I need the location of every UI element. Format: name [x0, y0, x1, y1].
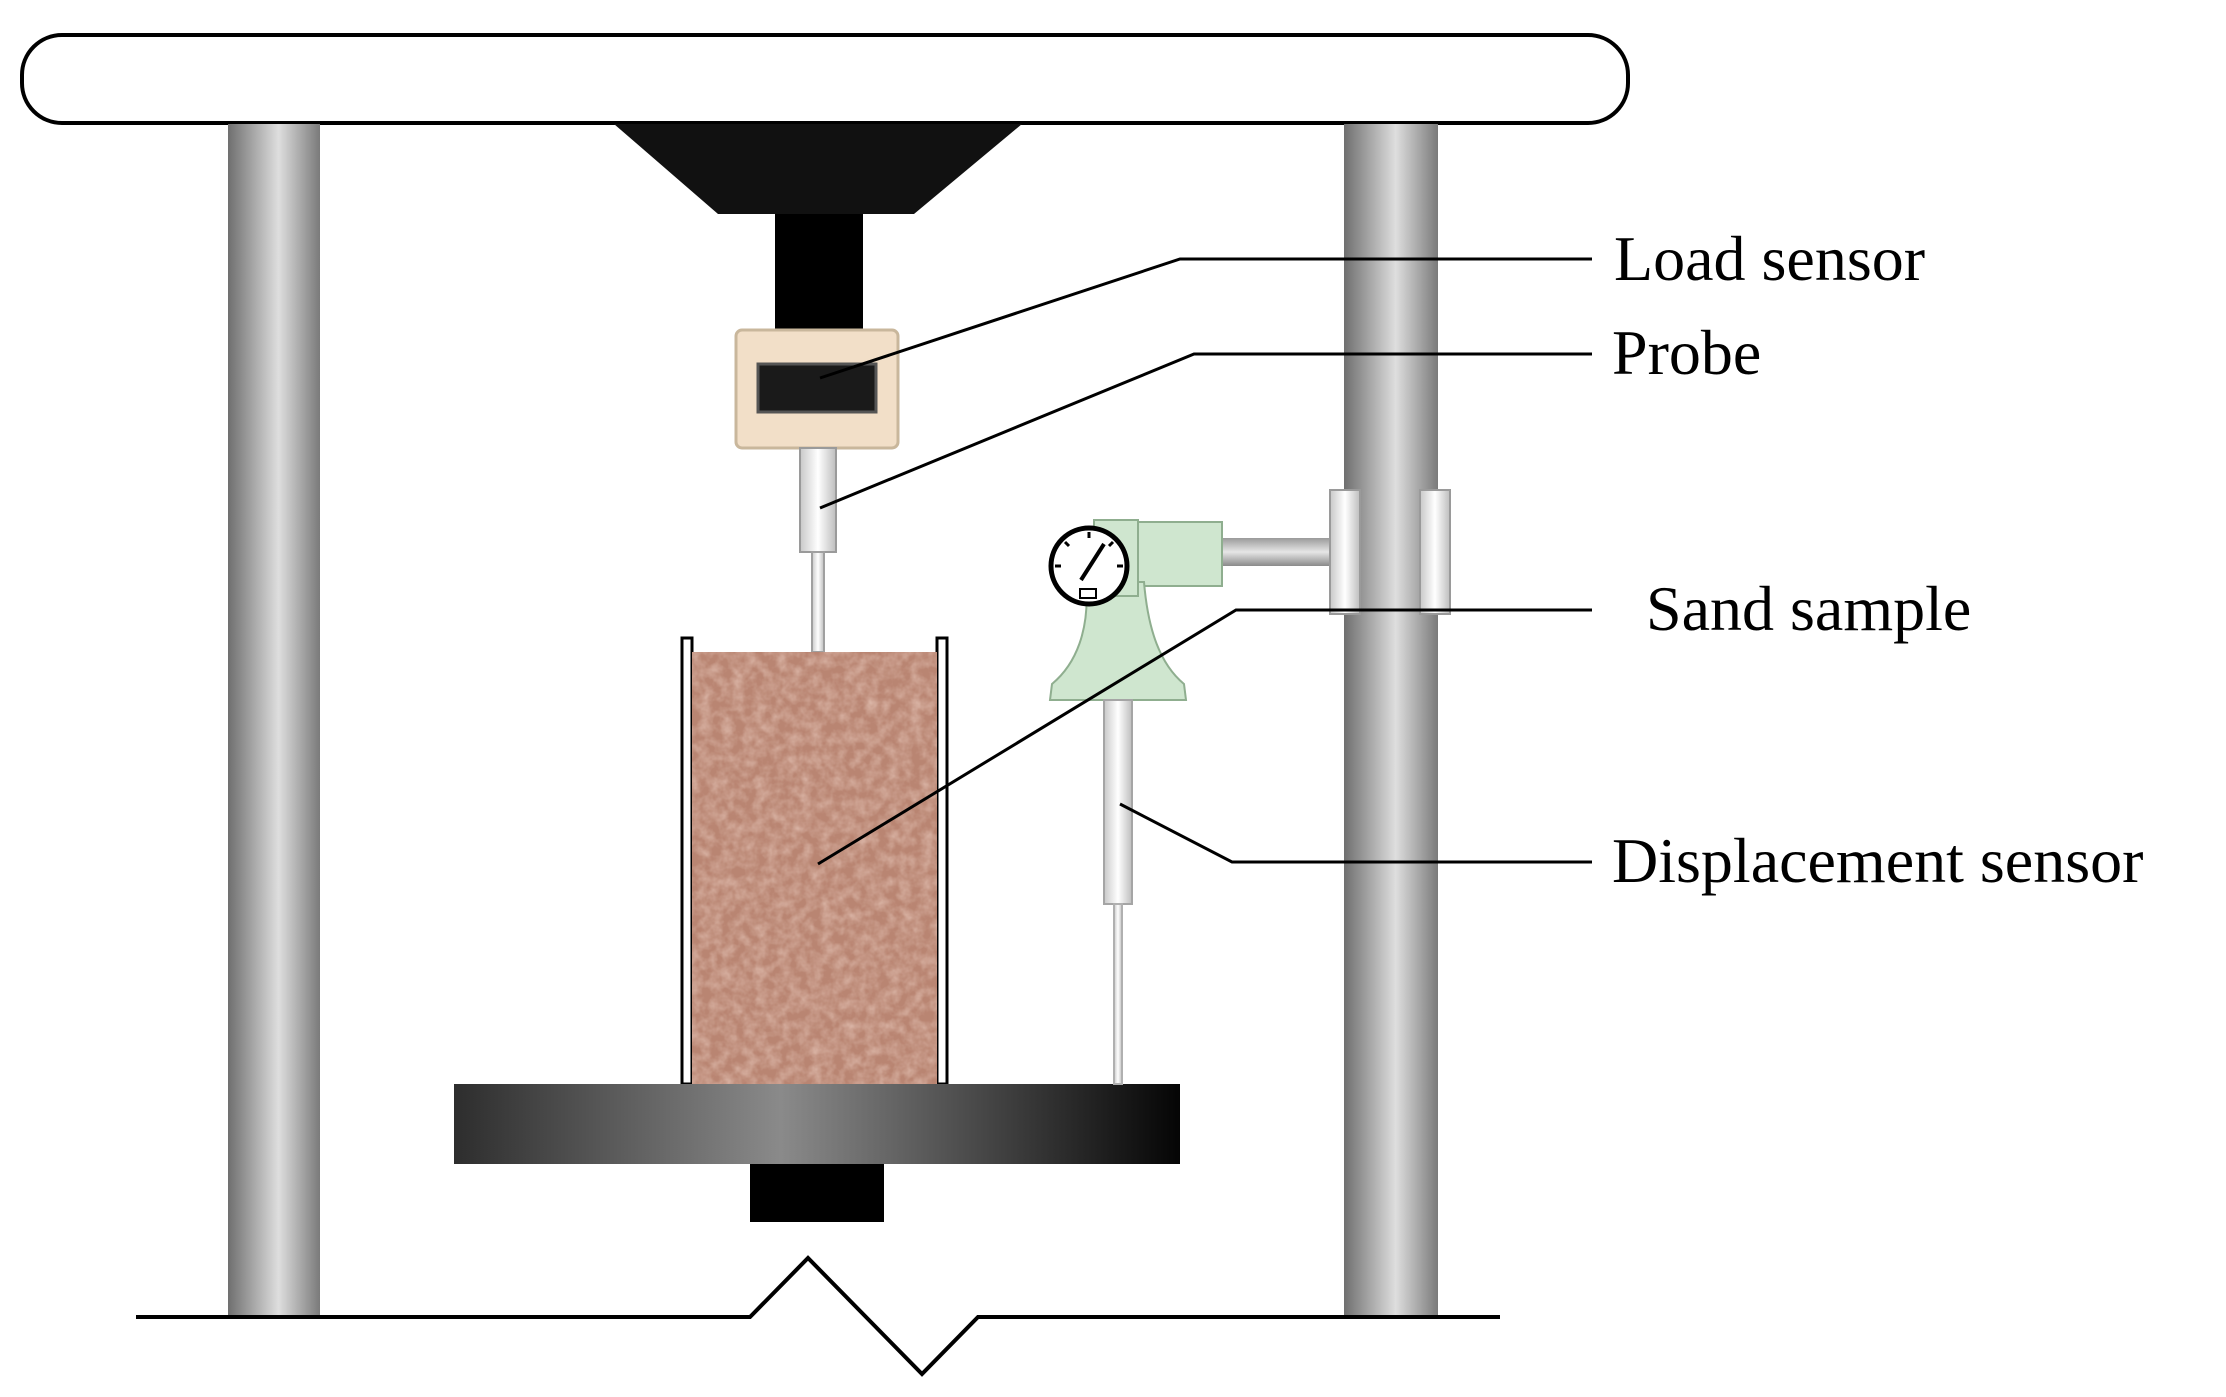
leader-displacement-sensor	[1119, 802, 1592, 864]
sand-texture	[692, 652, 937, 1084]
top-crossbar	[20, 33, 1630, 125]
gauge-mount	[1048, 581, 1188, 701]
label-probe: Probe	[1612, 317, 1761, 388]
label-sand-sample: Sand sample	[1646, 573, 1971, 644]
leader-probe	[819, 352, 1592, 510]
load-sensor-display	[756, 362, 878, 414]
dial-window	[1079, 588, 1097, 599]
clamp-arm	[1220, 538, 1334, 566]
displacement-sensor-lower-rod	[1113, 903, 1123, 1085]
base-plate	[454, 1084, 1180, 1164]
right-column	[1344, 124, 1438, 1315]
probe-upper	[799, 447, 837, 553]
leader-sand-sample	[817, 608, 1592, 866]
clamp-left	[1329, 489, 1361, 615]
base-pedestal	[750, 1164, 884, 1222]
displacement-sensor-upper-rod	[1103, 699, 1133, 905]
container-right-wall	[935, 636, 949, 1086]
left-column	[228, 124, 320, 1315]
label-load-sensor: Load sensor	[1614, 223, 1925, 294]
probe-tip	[811, 551, 825, 653]
dial-ticks	[1055, 532, 1123, 568]
ground-break-line	[136, 1255, 1500, 1377]
dial-needle	[1079, 542, 1106, 582]
crosshead-funnel	[614, 124, 1022, 214]
container-left-wall	[680, 636, 694, 1086]
leader-load-sensor	[819, 257, 1592, 380]
clamp-right	[1419, 489, 1451, 615]
loading-shaft	[775, 214, 863, 332]
label-displacement-sensor: Displacement sensor	[1612, 825, 2143, 896]
